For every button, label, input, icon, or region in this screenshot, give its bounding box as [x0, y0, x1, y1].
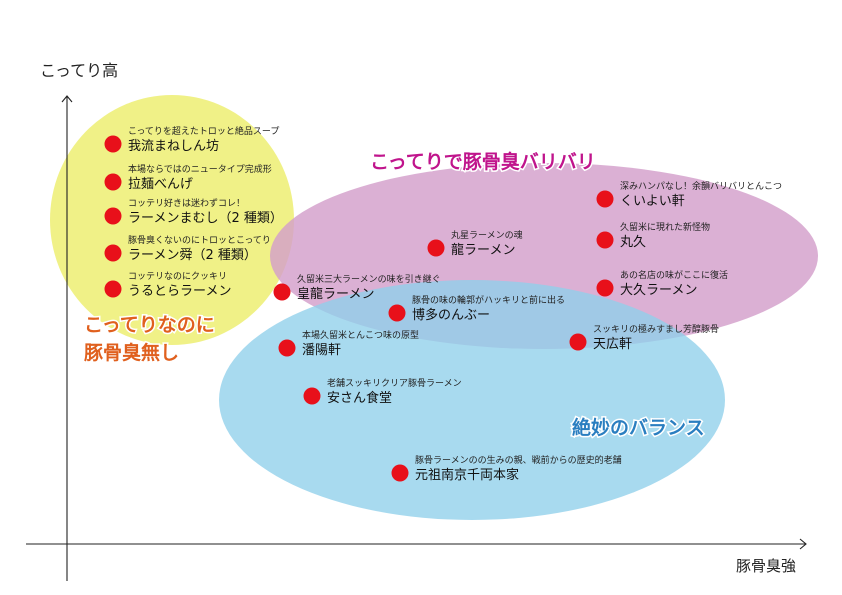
point-name: 龍ラーメン	[451, 242, 515, 258]
point-note: 豚骨ラーメンのの生みの親、戦前からの歴史的老舗	[415, 454, 622, 466]
point-marker	[596, 190, 614, 208]
point-note: こってりを超えたトロッと絶品スープ	[128, 125, 279, 137]
point-name: うるとらラーメン	[128, 284, 231, 299]
point-name: 大久ラーメン	[620, 283, 697, 298]
point-marker	[278, 339, 296, 357]
y-axis-label: こってり高	[40, 61, 118, 80]
point-name: 皇龍ラーメン	[297, 286, 374, 302]
point-marker	[303, 387, 321, 405]
point-note: 豚骨の味の輪郭がハッキリと前に出る	[412, 294, 565, 306]
point-marker	[569, 333, 587, 351]
x-axis-label: 豚骨臭強	[736, 557, 796, 575]
group-labels: こってりなのに 豚骨臭無し こってりで豚骨臭バリバリ 絶妙のバランス	[83, 149, 707, 441]
point-marker	[104, 173, 122, 191]
point-marker	[104, 207, 122, 225]
point-note: 本場ならではのニュータイプ完成形	[128, 163, 272, 175]
point-note: 豚骨臭くないのにトロッとこってり	[128, 234, 271, 246]
point-name: 元祖南京千両本家	[415, 467, 519, 483]
point-marker	[427, 239, 445, 257]
point-name: ラーメン舜（2 種類）	[128, 247, 257, 263]
point-name: 丸久	[620, 235, 646, 250]
point-note: コッテリなのにクッキリ	[128, 271, 227, 282]
point-marker	[596, 231, 614, 249]
point-note: 久留米三大ラーメンの味を引き継ぐ	[297, 273, 441, 285]
point-marker	[596, 279, 614, 297]
group-label-light: こってりなのに 豚骨臭無し	[84, 314, 221, 364]
point-note: スッキリの極みすまし芳醇豚骨	[593, 323, 719, 335]
point-note: あの名店の味がここに復活	[620, 269, 728, 281]
group-label-light-line-1: こってりなのに	[84, 314, 215, 336]
group-label-light-line-2: 豚骨臭無し	[84, 341, 179, 364]
point-name: ラーメンまむし（2 種類）	[128, 210, 283, 226]
data-point: コッテリ好きは迷わずコレ！ラーメンまむし（2 種類）	[104, 197, 283, 226]
y-axis-arrow	[61, 95, 73, 103]
point-marker	[391, 464, 409, 482]
data-points: こってりを超えたトロッと絶品スープ我流まねしん坊本場ならではのニュータイプ完成形…	[104, 125, 782, 483]
point-marker	[273, 283, 291, 301]
group-label-balance: 絶妙のバランス	[572, 416, 705, 439]
point-marker	[388, 304, 406, 322]
point-name: 潘陽軒	[302, 343, 341, 358]
point-note: 丸星ラーメンの魂	[451, 229, 523, 241]
point-name: 天広軒	[593, 337, 632, 352]
point-note: 本場久留米とんこつ味の原型	[302, 329, 419, 341]
point-name: 安さん食堂	[327, 390, 392, 406]
point-marker	[104, 135, 122, 153]
point-name: くいよい軒	[620, 194, 685, 209]
x-axis-arrow	[799, 538, 807, 550]
group-region-balance	[219, 280, 725, 520]
point-name: 我流まねしん坊	[128, 139, 219, 154]
point-note: 老舗スッキリクリア豚骨ラーメン	[327, 377, 462, 389]
point-note: 深みハンパなし！余韻バリバリとんこつ	[620, 180, 782, 192]
group-label-rich: こってりで豚骨臭バリバリ	[370, 150, 596, 173]
point-marker	[104, 244, 122, 262]
point-name: 拉麺べんげ	[128, 177, 193, 192]
point-note: 久留米に現れた新怪物	[620, 221, 710, 233]
point-note: コッテリ好きは迷わずコレ！	[128, 197, 245, 209]
point-marker	[104, 280, 122, 298]
point-name: 博多のんぶー	[412, 307, 490, 323]
axes: こってり高 豚骨臭強	[26, 61, 807, 581]
